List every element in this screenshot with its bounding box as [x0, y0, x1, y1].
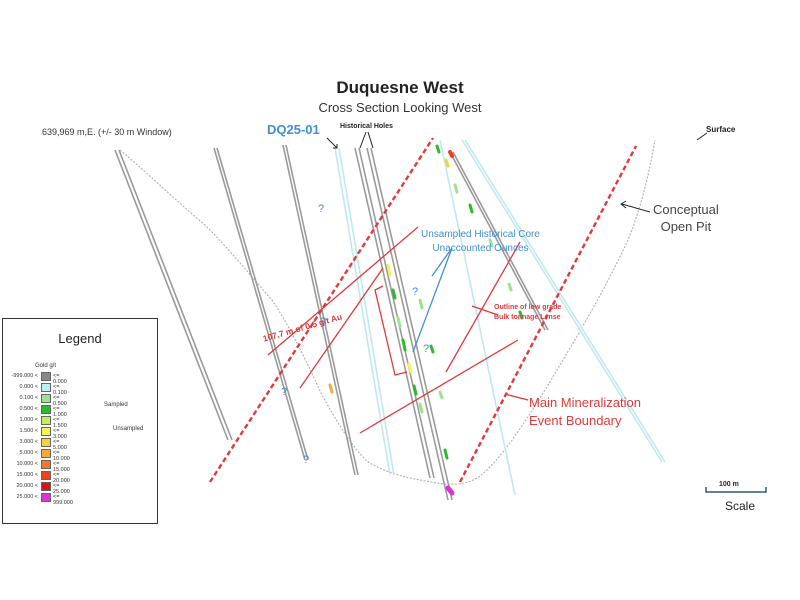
unsampled-core-label: Unsampled Historical Core [421, 229, 540, 240]
drill-trace [216, 147, 309, 461]
lense-outline-line: Outline of low grade [494, 304, 562, 311]
drill-trace [282, 144, 356, 476]
legend-row-to: <= 1.500 [53, 417, 67, 429]
legend-unit: Gold g/t [35, 363, 57, 369]
unknown-marker: ? [423, 343, 430, 355]
legend-row-to: <= 25.000 [53, 483, 70, 495]
legend-row-to: <= 3.000 [53, 428, 67, 440]
legend-row-to: <= 5.000 [53, 439, 67, 451]
legend-color-swatch [41, 383, 51, 392]
lense-outline-line: Bulk tonnage Lense [494, 314, 561, 321]
legend-row-from: -999.000 < [11, 373, 38, 379]
legend-row-from: 15.000 < [16, 472, 38, 478]
legend-row-from: 5.000 < [19, 450, 38, 456]
legend-color-swatch [41, 493, 51, 502]
unknown-marker: ? [320, 316, 327, 328]
unknown-marker: ? [412, 286, 419, 298]
legend-color-swatch [41, 471, 51, 480]
legend-row-from: 0.100 < [19, 395, 38, 401]
main-mineralization-label: Main Mineralization Event Boundary [529, 394, 641, 430]
scale-bar-label: 100 m [719, 481, 739, 488]
legend-row-to: <= 15.000 [53, 461, 70, 473]
drill-trace [358, 147, 435, 479]
main-mineralization-line: Main Mineralization [529, 395, 641, 410]
surface-label: Surface [706, 125, 736, 134]
open-pit-label: Conceptual Open Pit [653, 201, 719, 235]
historical-holes-label: Historical Holes [340, 123, 393, 130]
unknown-marker: ? [303, 454, 310, 466]
drill-trace [449, 151, 546, 331]
unsampled-core-annotation: Unsampled Historical Core Unaccounted Ou… [421, 228, 540, 256]
legend-row-to: <= 999.000 [53, 494, 73, 506]
drill-trace [452, 151, 549, 331]
historical-drill-traces [114, 144, 549, 501]
legend-color-swatch [41, 372, 51, 381]
legend-row-from: 1.500 < [19, 428, 38, 434]
legend-row-from: 0.500 < [19, 406, 38, 412]
legend-box: Legend Gold g/t -999.000 < <= 0.000 0.000 … [2, 318, 158, 524]
open-pit-label-line: Conceptual [653, 202, 719, 217]
legend-row-to: <= 0.500 [53, 395, 67, 407]
legend-color-swatch [41, 405, 51, 414]
legend-sampled-label: Sampled [104, 402, 128, 408]
legend-row-to: <= 0.000 [53, 373, 67, 385]
legend-row-to: <= 10.000 [53, 450, 70, 462]
unaccounted-ounces-label: Unaccounted Ounces [432, 243, 529, 254]
unaccounted-leader-lines [412, 247, 453, 353]
unknown-marker: ? [318, 203, 325, 215]
lense-outline-label: Outline of low grade Bulk tonnage Lense [494, 303, 561, 323]
scale-bar [705, 487, 767, 493]
low-grade-lense-outline [267, 226, 529, 434]
drill-trace [285, 144, 359, 476]
drill-trace [370, 147, 453, 501]
legend-row-from: 0.000 < [19, 384, 38, 390]
legend-color-swatch [41, 438, 51, 447]
legend-row-from: 3.000 < [19, 439, 38, 445]
section-coordinate-label: 639,969 m,E. (+/- 30 m Window) [42, 127, 172, 137]
legend-unsampled-label: Unsampled [113, 426, 144, 432]
legend-row-from: 1.000 < [19, 417, 38, 423]
legend-color-swatch [41, 482, 51, 491]
assay-intervals [328, 144, 524, 496]
legend-color-swatch [41, 394, 51, 403]
open-pit-outline [119, 139, 656, 485]
drill-trace [114, 149, 229, 441]
legend-row-to: <= 1.000 [53, 406, 67, 418]
drill-trace [354, 147, 431, 479]
drill-trace [213, 147, 306, 461]
legend-row-to: <= 20.000 [53, 472, 70, 484]
legend-row-to: <= 0.100 [53, 384, 67, 396]
legend-color-swatch [41, 416, 51, 425]
scale-word: Scale [725, 499, 756, 513]
red-boundary-line [458, 145, 638, 483]
diagram-title: Duquesne West [336, 78, 464, 97]
drill-hole-label: DQ25-01 [267, 122, 320, 137]
legend-row-from: 10.000 < [16, 461, 38, 467]
drill-trace [118, 149, 233, 441]
legend-color-swatch [41, 449, 51, 458]
legend-row-from: 20.000 < [16, 483, 38, 489]
legend-title: Legend [58, 331, 102, 346]
unknown-marker: ? [281, 386, 288, 398]
diagram-subtitle: Cross Section Looking West [318, 100, 482, 115]
legend-color-swatch [41, 460, 51, 469]
legend-row-from: 25.000 < [16, 494, 38, 500]
legend-color-swatch [41, 427, 51, 436]
open-pit-label-line: Open Pit [660, 219, 712, 234]
drill-trace [366, 147, 449, 501]
pointer-arrows [326, 131, 708, 213]
main-mineralization-line: Event Boundary [529, 413, 622, 428]
